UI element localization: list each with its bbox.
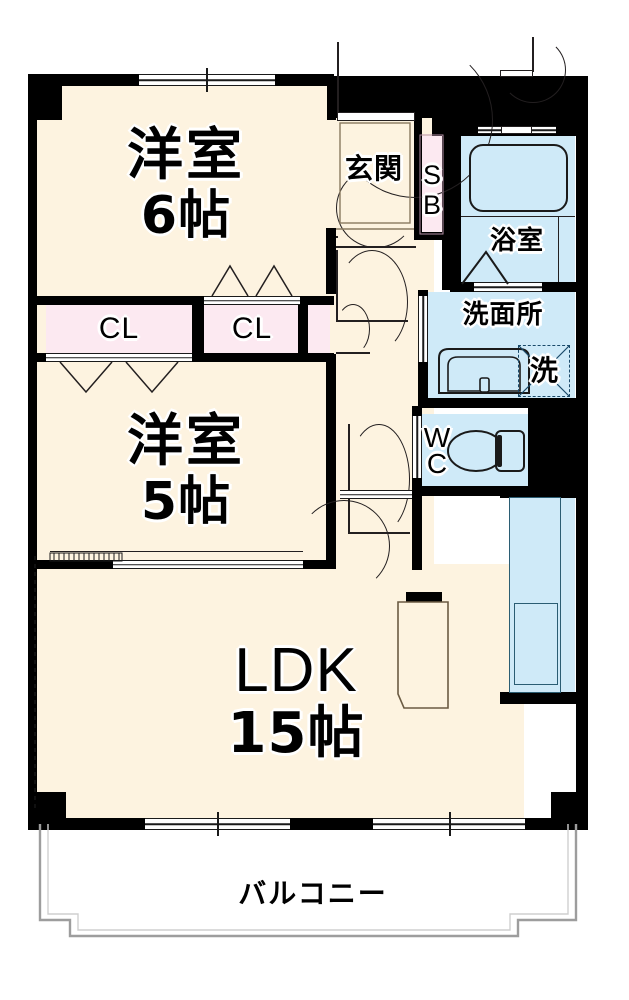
wall-bed5-ldk-left-stub	[37, 560, 113, 569]
wall-hall-left-divider	[327, 86, 336, 120]
label-shoebox-s: S	[422, 160, 441, 190]
toilet-door-threshold[interactable]	[412, 416, 422, 478]
bedroom5-door-panel-v	[348, 424, 350, 534]
closet-left-door[interactable]	[46, 353, 192, 362]
sliding-door-track	[50, 551, 303, 553]
bathroom-right-line	[558, 216, 560, 282]
bedroom5-door-swing-icon	[348, 424, 410, 534]
wall-bathroom-left	[450, 130, 461, 290]
wall-washroom-bottom	[418, 398, 588, 408]
bathroom-door-threshold[interactable]	[474, 282, 542, 292]
label-washroom: 洗面所	[462, 300, 544, 330]
bathroom-divider-line	[461, 216, 575, 218]
window-mullion-ldk-left	[217, 812, 219, 836]
hall-ldk-door-swing-icon	[298, 500, 390, 592]
window-mullion-ldk-right	[449, 812, 451, 836]
bathtub-icon	[469, 144, 568, 212]
hall-small-door-swing-icon	[336, 304, 370, 354]
closet-right-door[interactable]	[204, 296, 300, 305]
label-ldk-size: 15帖	[227, 701, 365, 766]
bedroom6-door-leaf[interactable]	[336, 236, 338, 238]
pipe-shaft-bottom-cap	[501, 126, 532, 134]
label-closet-right: CL	[231, 312, 273, 345]
label-washer: 洗	[529, 354, 558, 387]
hall-door-swing-icon	[336, 250, 408, 354]
wall-right-outer-upper	[576, 76, 588, 412]
label-toilet-c: C	[426, 448, 448, 479]
wall-ldk-top-stub	[406, 592, 442, 606]
bedroom6-door-panel	[336, 246, 416, 248]
label-closet-left: CL	[98, 312, 140, 345]
label-bedroom5-size: 5帖	[140, 472, 232, 532]
wall-ldk-counter-top	[500, 488, 588, 498]
entrance-door-swing-icon	[337, 42, 493, 198]
room-fill-closet-slim	[306, 304, 330, 354]
bedroom5-ldk-sliding-door[interactable]	[113, 560, 303, 569]
pipe-shaft-door-panel	[532, 37, 534, 72]
window-mullion-bedroom6	[206, 68, 208, 92]
wall-ldk-counter-bottom	[500, 692, 588, 704]
label-toilet-w: W	[423, 422, 451, 453]
hall-ldk-threshold[interactable]	[340, 490, 412, 499]
label-balcony: バルコニー	[238, 877, 388, 910]
wall-closet-band-top	[37, 296, 334, 305]
wall-left-outer	[28, 86, 37, 826]
label-shoebox-b: B	[422, 190, 441, 220]
entrance-door-panel	[337, 42, 339, 112]
wall-right-outer-lower	[576, 412, 588, 822]
wall-hall-bottom-stub	[412, 496, 422, 570]
label-bathroom: 浴室	[489, 226, 544, 256]
label-bedroom5-name: 洋室	[127, 409, 245, 474]
hall-small-door-panel	[336, 352, 370, 354]
hall-door-panel-h	[336, 320, 408, 322]
label-bedroom6-name: 洋室	[127, 123, 245, 188]
label-genkan: 玄関	[344, 152, 403, 185]
wall-toilet-right	[528, 406, 588, 496]
kitchen-sink-icon	[514, 603, 558, 685]
room-fill-closet-left	[46, 304, 192, 354]
label-bedroom6-size: 6帖	[140, 186, 232, 246]
washroom-door-threshold[interactable]	[418, 296, 428, 362]
wall-sb-bottom	[414, 232, 450, 240]
wall-closet-divider-1	[192, 296, 204, 362]
wall-bedroom-hall-upper	[326, 228, 336, 294]
room-fill-closet-right	[204, 304, 300, 354]
pipe-shaft-door-swing-icon	[500, 37, 566, 103]
label-ldk-name: LDK	[234, 636, 358, 705]
balcony-outline	[28, 820, 600, 940]
wall-closet-divider-2	[298, 296, 308, 362]
wall-sb-right	[442, 118, 450, 290]
room-fill-bedroom6	[34, 74, 334, 294]
hall-door-panel-v	[336, 250, 338, 322]
wall-bedroom-hall-lower	[326, 354, 336, 566]
washer-space-icon	[518, 345, 570, 397]
